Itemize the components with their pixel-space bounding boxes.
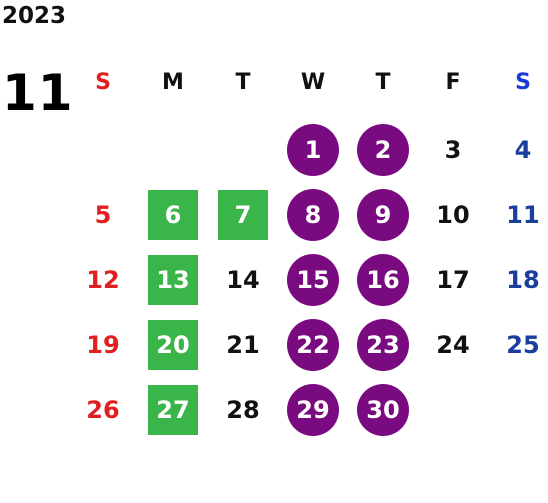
weekday-sunday: S (95, 69, 111, 95)
day-number: 22 (296, 331, 330, 359)
day-cell[interactable]: 26 (68, 385, 138, 435)
day-cell[interactable]: 25 (488, 320, 548, 370)
day-number: 27 (156, 396, 190, 424)
day-cell[interactable]: 8 (278, 189, 348, 241)
day-cell[interactable]: 5 (68, 190, 138, 240)
day-cell[interactable]: 9 (348, 189, 418, 241)
week-row: 19 20 21 22 23 24 25 (68, 319, 548, 371)
weekday-friday: F (445, 69, 461, 95)
day-number: 20 (156, 331, 190, 359)
day-cell[interactable]: 13 (138, 255, 208, 305)
day-number: 21 (226, 331, 260, 359)
day-cell[interactable]: 29 (278, 384, 348, 436)
day-number: 25 (506, 331, 540, 359)
week-row: 1 2 3 4 (68, 124, 548, 176)
day-number: 29 (296, 396, 330, 424)
day-cell[interactable]: 19 (68, 320, 138, 370)
weekday-thursday: T (375, 69, 391, 95)
day-number: 16 (366, 266, 400, 294)
day-number: 10 (436, 201, 470, 229)
day-number: 3 (444, 136, 462, 164)
day-number: 18 (506, 266, 540, 294)
day-cell[interactable]: 17 (418, 255, 488, 305)
day-number: 26 (86, 396, 120, 424)
day-number: 30 (366, 396, 400, 424)
day-number: 14 (226, 266, 260, 294)
empty-day-cell (488, 385, 548, 435)
day-cell[interactable]: 30 (348, 384, 418, 436)
day-number: 11 (506, 201, 540, 229)
day-cell[interactable]: 16 (348, 254, 418, 306)
day-number: 19 (86, 331, 120, 359)
day-number: 1 (304, 136, 322, 164)
weekday-tuesday: T (235, 69, 251, 95)
day-cell[interactable]: 18 (488, 255, 548, 305)
day-cell[interactable]: 22 (278, 319, 348, 371)
day-number: 8 (304, 201, 322, 229)
day-cell[interactable]: 11 (488, 190, 548, 240)
weekday-saturday: S (515, 69, 531, 95)
week-row: 26 27 28 29 30 (68, 384, 548, 436)
day-number: 2 (374, 136, 392, 164)
weekday-header: S M T W T F S (68, 57, 548, 107)
empty-day-cell (418, 385, 488, 435)
day-number: 12 (86, 266, 120, 294)
day-cell[interactable]: 10 (418, 190, 488, 240)
day-number: 13 (156, 266, 190, 294)
weekday-wednesday: W (300, 69, 326, 95)
day-cell[interactable]: 3 (418, 125, 488, 175)
empty-day-cell (68, 125, 138, 175)
day-cell[interactable]: 23 (348, 319, 418, 371)
week-row: 12 13 14 15 16 17 18 (68, 254, 548, 306)
day-cell[interactable]: 14 (208, 255, 278, 305)
day-number: 24 (436, 331, 470, 359)
day-cell[interactable]: 1 (278, 124, 348, 176)
day-cell[interactable]: 27 (138, 385, 208, 435)
day-cell[interactable]: 2 (348, 124, 418, 176)
day-number: 6 (164, 201, 182, 229)
day-cell[interactable]: 28 (208, 385, 278, 435)
day-number: 9 (374, 201, 392, 229)
empty-day-cell (208, 125, 278, 175)
day-number: 15 (296, 266, 330, 294)
day-cell[interactable]: 4 (488, 125, 548, 175)
week-row: 5 6 7 8 9 10 11 (68, 189, 548, 241)
day-number: 4 (514, 136, 532, 164)
day-number: 17 (436, 266, 470, 294)
day-cell[interactable]: 21 (208, 320, 278, 370)
day-cell[interactable]: 24 (418, 320, 488, 370)
day-cell[interactable]: 15 (278, 254, 348, 306)
weekday-monday: M (162, 69, 184, 95)
day-cell[interactable]: 12 (68, 255, 138, 305)
day-cell[interactable]: 20 (138, 320, 208, 370)
day-cell[interactable]: 6 (138, 190, 208, 240)
empty-day-cell (138, 125, 208, 175)
day-number: 23 (366, 331, 400, 359)
day-number: 7 (234, 201, 252, 229)
day-cell[interactable]: 7 (208, 190, 278, 240)
day-number: 28 (226, 396, 260, 424)
calendar-month: 11 (2, 64, 74, 122)
day-number: 5 (94, 201, 112, 229)
calendar-year: 2023 (2, 3, 67, 29)
